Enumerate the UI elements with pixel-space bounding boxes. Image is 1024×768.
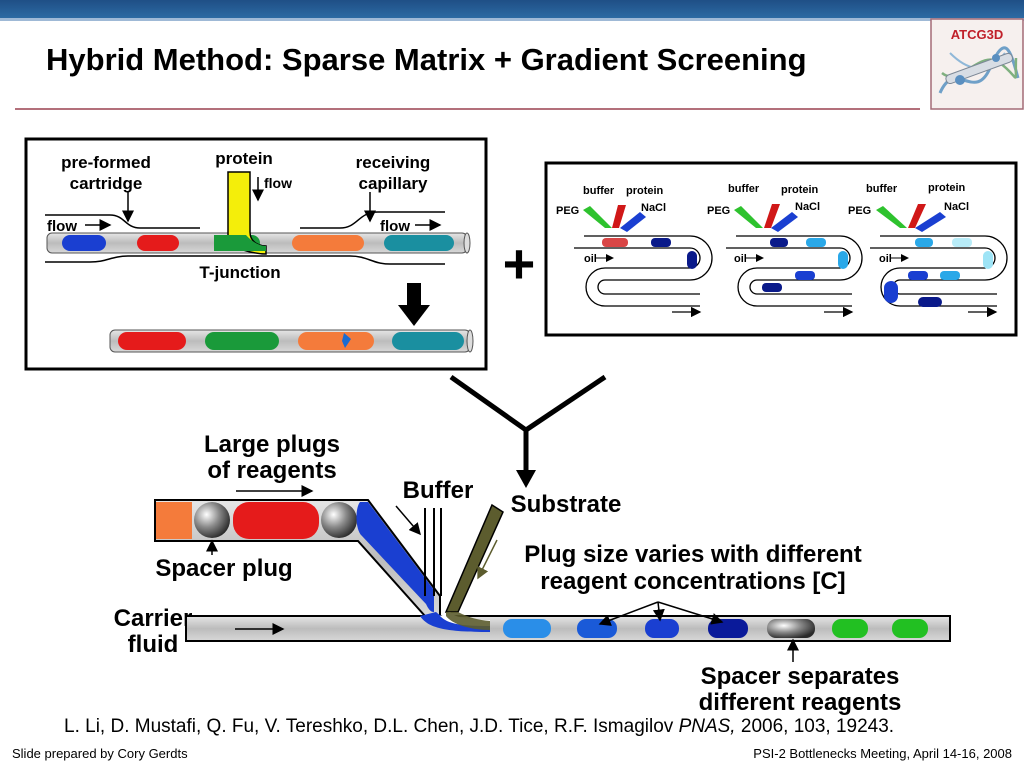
gradient-module-1: buffer protein PEG NaCl oil bbox=[556, 185, 713, 318]
svg-text:oil: oil bbox=[879, 253, 892, 265]
top-banner-stripe bbox=[0, 18, 1024, 21]
svg-text:buffer: buffer bbox=[728, 183, 760, 195]
bottom-hybrid-diagram: Large plugs of reagents Buffer Substrate… bbox=[114, 431, 951, 716]
citation-authors: L. Li, D. Mustafi, Q. Fu, V. Tereshko, D… bbox=[64, 716, 679, 737]
gradient-module-3: buffer protein PEG NaCl oil bbox=[848, 182, 1008, 318]
label-receiving-2: capillary bbox=[359, 174, 429, 193]
citation: L. Li, D. Mustafi, Q. Fu, V. Tereshko, D… bbox=[64, 716, 894, 738]
merge-connector bbox=[449, 374, 607, 488]
label-plug-size-1: Plug size varies with different bbox=[524, 541, 861, 568]
panel-right-gradient-screening: buffer protein PEG NaCl oil buffer prote… bbox=[544, 161, 1018, 337]
svg-text:oil: oil bbox=[584, 253, 597, 265]
footer-credit: Slide prepared by Cory Gerdts bbox=[12, 746, 188, 761]
plug-blue bbox=[62, 235, 106, 251]
citation-details: 2006, 103, 19243. bbox=[735, 716, 895, 737]
label-spacer-plug: Spacer plug bbox=[155, 555, 292, 582]
slide-title: Hybrid Method: Sparse Matrix + Gradient … bbox=[46, 42, 807, 77]
label-spacer-separates-1: Spacer separates bbox=[701, 663, 900, 690]
label-flow-right: flow bbox=[380, 218, 410, 235]
plug-red bbox=[137, 235, 179, 251]
title-divider bbox=[15, 108, 920, 110]
top-banner bbox=[0, 0, 1024, 18]
svg-text:buffer: buffer bbox=[583, 185, 615, 197]
label-protein: protein bbox=[215, 149, 273, 168]
panel-left-plug-cartridge: pre-formed cartridge protein flow receiv… bbox=[24, 137, 488, 371]
svg-text:protein: protein bbox=[928, 182, 966, 194]
label-carrier-2: fluid bbox=[128, 631, 179, 658]
label-plug-size-2: reagent concentrations [C] bbox=[540, 568, 845, 595]
label-spacer-separates-2: different reagents bbox=[699, 689, 902, 716]
gradient-module-2: buffer protein PEG NaCl oil bbox=[707, 183, 863, 318]
logo-text: ATCG3D bbox=[951, 27, 1003, 42]
svg-text:PEG: PEG bbox=[848, 205, 871, 217]
atcg3d-logo: ATCG3D bbox=[930, 18, 1024, 110]
label-large-plugs-2: of reagents bbox=[207, 457, 336, 484]
spacer-ball-1 bbox=[194, 502, 230, 538]
svg-text:PEG: PEG bbox=[707, 205, 730, 217]
down-arrow-large bbox=[398, 305, 430, 326]
svg-text:PEG: PEG bbox=[556, 205, 579, 217]
plug-teal bbox=[384, 235, 454, 251]
label-flow-down: flow bbox=[264, 175, 292, 191]
svg-text:NaCl: NaCl bbox=[641, 202, 666, 214]
label-substrate: Substrate bbox=[511, 491, 622, 518]
footer-meeting: PSI-2 Bottlenecks Meeting, April 14-16, … bbox=[753, 746, 1012, 761]
spacer-ball-2 bbox=[321, 502, 357, 538]
label-carrier-1: Carrier bbox=[114, 605, 193, 632]
citation-journal: PNAS, bbox=[678, 716, 736, 737]
label-large-plugs-1: Large plugs bbox=[204, 431, 340, 458]
svg-text:protein: protein bbox=[781, 184, 819, 196]
label-preformed-2: cartridge bbox=[70, 174, 143, 193]
svg-text:protein: protein bbox=[626, 185, 664, 197]
plus-sign: + bbox=[503, 232, 536, 295]
plug-orange bbox=[292, 235, 364, 251]
svg-text:NaCl: NaCl bbox=[944, 201, 969, 213]
svg-text:NaCl: NaCl bbox=[795, 201, 820, 213]
label-preformed-1: pre-formed bbox=[61, 153, 151, 172]
svg-text:oil: oil bbox=[734, 253, 747, 265]
svg-text:buffer: buffer bbox=[866, 183, 898, 195]
label-tjunction: T-junction bbox=[199, 263, 280, 282]
label-buffer: Buffer bbox=[403, 477, 474, 504]
label-flow-left: flow bbox=[47, 218, 77, 235]
label-receiving-1: receiving bbox=[356, 153, 431, 172]
